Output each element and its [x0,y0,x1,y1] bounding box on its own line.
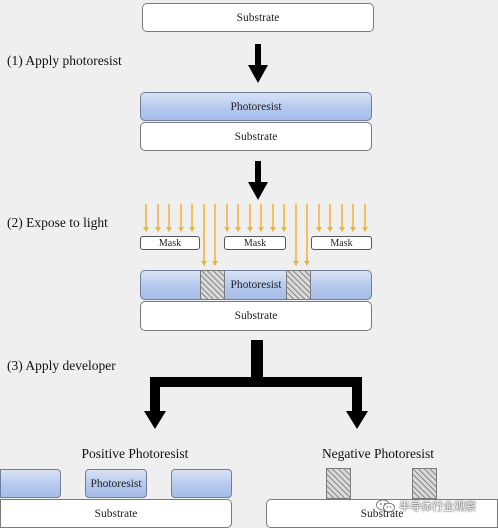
top-substrate: Substrate [142,3,374,32]
mask-left: Mask [140,236,200,250]
light-ray-head [224,227,230,232]
mask-center: Mask [224,236,286,250]
light-ray-head [339,227,345,232]
step-2-label: (2) Expose to light [7,215,108,230]
positive-substrate-label: Substrate [94,507,138,520]
top-substrate-label: Substrate [236,11,280,24]
light-ray-head [235,227,241,232]
stage2-substrate: Substrate [140,301,372,331]
mask-left-label: Mask [158,237,182,249]
negative-photoresist-heading: Negative Photoresist [321,446,435,461]
light-ray-head [362,227,368,232]
light-ray-head [327,227,333,232]
positive-substrate: Substrate [0,499,232,528]
positive-photoresist-center: Photoresist [85,469,147,498]
stage2-photoresist-layer [140,270,372,300]
light-ray-head [258,227,264,232]
positive-photoresist-label: Photoresist [90,477,142,490]
light-ray-head [350,227,356,232]
light-ray-head [316,227,322,232]
exposed-region-left [200,270,225,300]
stage1-substrate: Substrate [140,122,372,151]
light-ray-head [189,227,195,232]
light-ray-head [212,261,218,266]
stage1-photoresist-label: Photoresist [230,100,282,113]
negative-resist-left [326,468,351,499]
positive-photoresist-heading: Positive Photoresist [81,446,189,461]
mask-right-label: Mask [330,237,353,249]
stage1-photoresist-layer: Photoresist [140,92,372,121]
light-ray-head [281,227,287,232]
light-ray-head [178,227,184,232]
positive-photoresist-right [171,469,232,498]
light-ray-head [155,227,161,232]
light-rays [143,204,368,266]
mask-center-label: Mask [243,237,267,249]
stage2-photoresist-label: Photoresist [230,279,282,291]
light-ray-head [270,227,276,232]
light-ray-head [304,261,310,266]
negative-resist-right [412,468,437,499]
developer-branch-arrow [144,340,368,429]
light-ray-head [166,227,172,232]
light-ray-head [143,227,149,232]
light-ray-head [293,261,299,266]
watermark-text: 半导体行业观察 [399,500,476,513]
step-3-label: (3) Apply developer [7,358,116,373]
step-1-label: (1) Apply photoresist [7,53,122,68]
stage2-substrate-label: Substrate [234,310,278,322]
positive-photoresist-left [0,469,61,498]
light-ray-head [201,261,207,266]
light-ray-head [247,227,253,232]
wechat-icon [376,499,396,513]
process-arrow-1 [248,44,268,83]
exposed-region-right [286,270,311,300]
mask-right: Mask [311,236,372,250]
stage1-substrate-label: Substrate [234,130,278,143]
process-arrow-2 [248,161,268,200]
